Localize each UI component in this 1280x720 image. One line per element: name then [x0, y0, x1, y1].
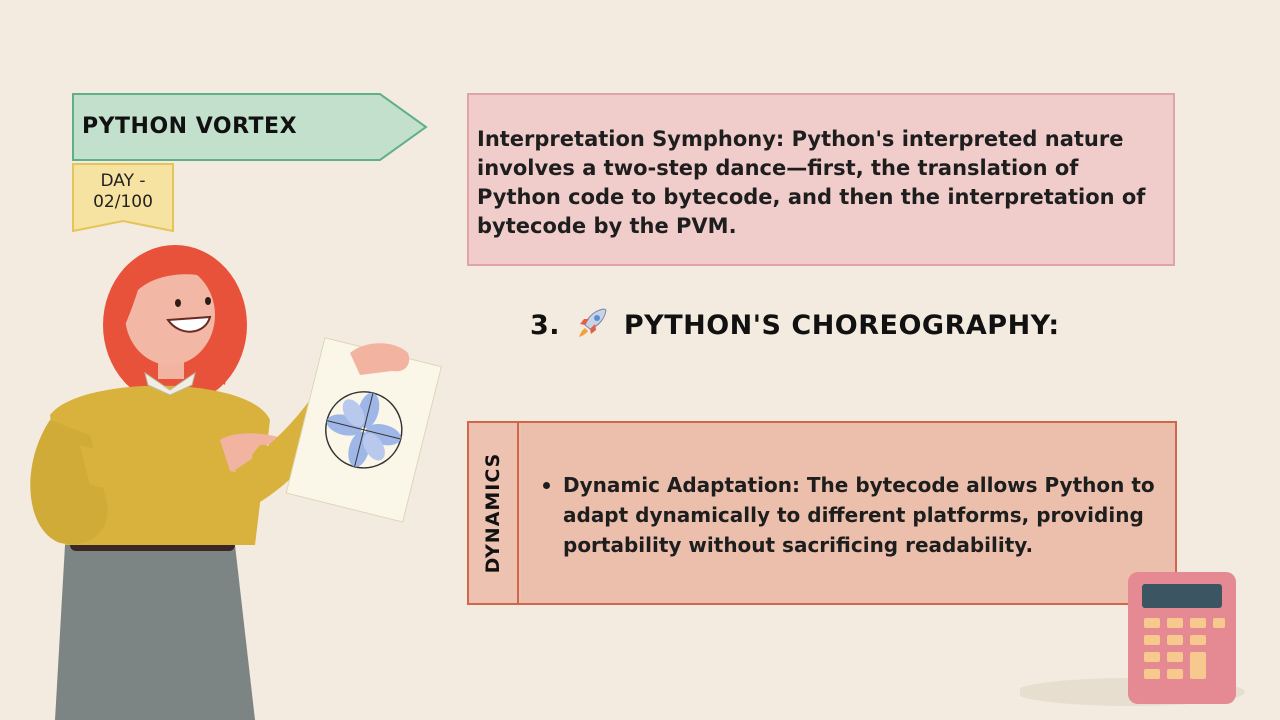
banner-arrow-shape	[72, 93, 428, 161]
section-title: PYTHON'S CHOREOGRAPHY:	[623, 310, 1060, 341]
day-tag-text: DAY - 02/100	[72, 171, 174, 213]
rocket-icon	[578, 308, 607, 337]
interpretation-card: Interpretation Symphony: Python's interp…	[467, 93, 1175, 266]
banner-title: PYTHON VORTEX	[82, 114, 298, 139]
dynamics-side-tab: DYNAMICS	[469, 423, 519, 603]
woman-presenter-illustration	[30, 245, 442, 720]
dynamics-body: Dynamic Adaptation: The bytecode allows …	[521, 423, 1175, 603]
day-tag: DAY - 02/100	[72, 163, 174, 233]
dynamics-list: Dynamic Adaptation: The bytecode allows …	[539, 470, 1161, 560]
section-number: 3.	[530, 310, 561, 341]
day-tag-line2: 02/100	[93, 192, 153, 212]
day-tag-shape	[72, 163, 174, 233]
list-item: Dynamic Adaptation: The bytecode allows …	[539, 470, 1161, 560]
dynamics-side-label: DYNAMICS	[482, 452, 504, 574]
day-tag-line1: DAY -	[100, 171, 146, 191]
section-heading: 3. PYTHON'S CHOREOGRAPHY:	[530, 306, 1060, 346]
calculator-illustration	[1020, 572, 1245, 706]
interpretation-text: Interpretation Symphony: Python's interp…	[477, 127, 1146, 238]
dynamics-card: DYNAMICS Dynamic Adaptation: The bytecod…	[467, 421, 1177, 605]
title-banner: PYTHON VORTEX	[72, 93, 428, 161]
